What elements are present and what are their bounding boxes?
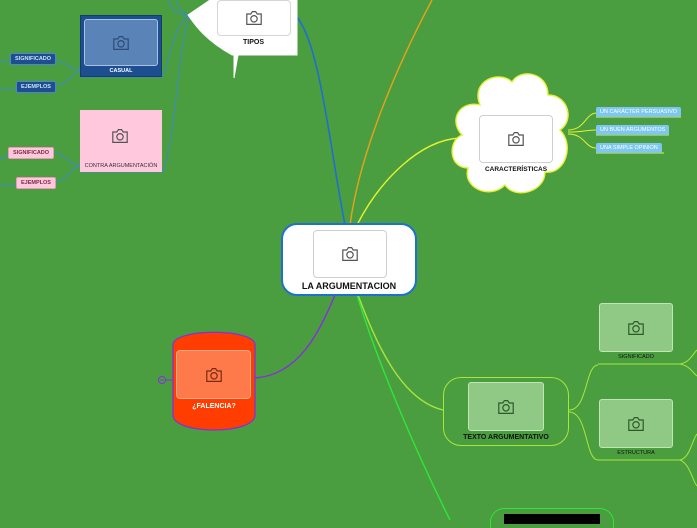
texto-significado-label: SIGNIFICADO — [618, 354, 654, 360]
camera-icon — [498, 399, 514, 414]
camera-icon — [112, 129, 128, 143]
caracteristica-item-1[interactable]: UN CARÁCTER PERSUASIVO — [596, 107, 682, 117]
camera-icon — [113, 35, 129, 50]
bottom-node-image-placeholder — [504, 514, 600, 524]
caracteristicas-node[interactable]: CARACTERÍSTICAS — [478, 114, 554, 178]
falencia-label: ¿FALENCIA? — [192, 403, 236, 410]
texto-significado-node[interactable]: SIGNIFICADO — [598, 302, 674, 364]
line-texto — [357, 294, 444, 411]
estructura-image-placeholder — [599, 399, 673, 448]
casual-significado-tag[interactable]: SIGNIFICADO — [10, 53, 57, 65]
camera-icon — [628, 416, 644, 431]
falencia-image-placeholder — [176, 350, 251, 399]
casual-node[interactable]: CASUAL — [80, 15, 162, 77]
line-tipos — [294, 14, 346, 226]
caracteristica-item-2[interactable]: UN BUEN ARGUMENTOS — [596, 125, 670, 135]
line-orange — [349, 0, 433, 226]
tipos-node[interactable]: TIPOS — [210, 0, 297, 52]
tipos-image-placeholder — [217, 0, 291, 36]
line-bottom — [356, 294, 451, 520]
camera-icon — [628, 320, 644, 335]
contra-image-placeholder — [83, 113, 157, 159]
camera-icon — [205, 367, 222, 382]
caracteristicas-label: CARACTERÍSTICAS — [484, 166, 548, 173]
contra-label: CONTRA ARGUMENTACIÓN — [84, 163, 158, 169]
texto-argumentativo-node[interactable]: TEXTO ARGUMENTATIVO — [443, 377, 569, 446]
texto-label: TEXTO ARGUMENTATIVO — [463, 434, 549, 441]
center-image-placeholder — [313, 230, 387, 278]
casual-ejemplos-tag[interactable]: EJEMPLOS — [16, 81, 56, 93]
line-falencia — [254, 294, 336, 379]
texto-significado-image-placeholder — [599, 303, 673, 352]
line-caracteristicas — [356, 137, 461, 226]
casual-label: CASUAL — [109, 68, 133, 74]
casual-image-placeholder — [84, 19, 158, 66]
central-topic-label: LA ARGUMENTACION — [301, 281, 397, 291]
camera-icon — [508, 132, 524, 146]
contra-argumentacion-node[interactable]: CONTRA ARGUMENTACIÓN — [80, 110, 162, 172]
texto-image-placeholder — [468, 382, 544, 431]
central-topic-node[interactable]: LA ARGUMENTACION — [281, 223, 417, 296]
tipos-label: TIPOS — [242, 39, 264, 46]
camera-icon — [342, 247, 358, 261]
caracteristicas-image-placeholder — [479, 115, 553, 163]
estructura-node[interactable]: ESTRUCTURA — [598, 398, 674, 460]
bottom-node-partial[interactable] — [490, 508, 614, 528]
contra-ejemplos-tag[interactable]: EJEMPLOS — [16, 177, 56, 189]
caracteristica-item-3[interactable]: UNA SIMPLE OPINION — [596, 143, 662, 153]
estructura-label: ESTRUCTURA — [617, 450, 655, 456]
contra-significado-tag[interactable]: SIGNIFICADO — [8, 147, 55, 159]
camera-icon — [246, 11, 262, 25]
falencia-node[interactable]: ¿FALENCIA? — [173, 345, 255, 415]
